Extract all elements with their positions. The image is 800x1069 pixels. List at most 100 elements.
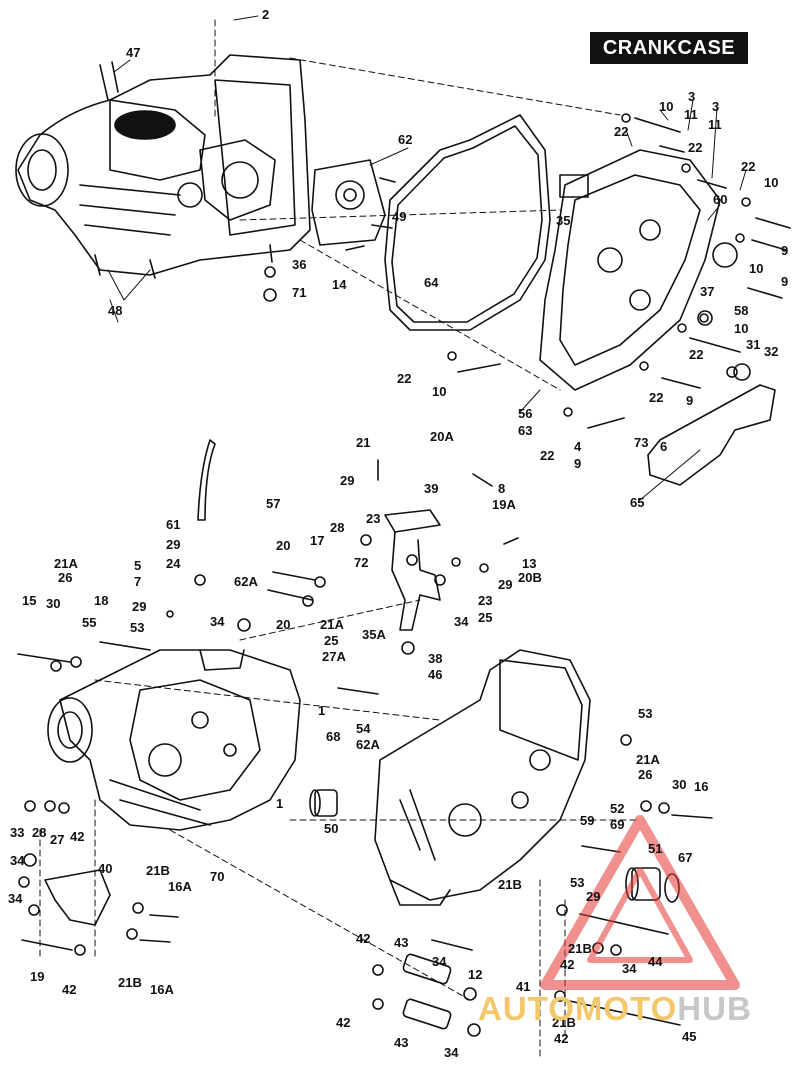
callout-43: 43 [394,1035,409,1050]
washer-drawings [18,113,751,1037]
callout-22: 22 [397,371,412,386]
callout-29: 29 [166,537,181,552]
callout-56: 56 [518,406,533,421]
callout-10: 10 [659,99,674,114]
callout-20A: 20A [430,429,454,444]
callout-9: 9 [781,274,789,289]
callout-42: 42 [356,931,371,946]
callout-53: 53 [570,875,585,890]
callout-35: 35 [556,213,571,228]
callout-2: 2 [262,7,270,22]
callout-69: 69 [610,817,625,832]
callout-9: 9 [686,393,694,408]
callout-5: 5 [134,558,142,573]
callout-73: 73 [634,435,649,450]
callout-29: 29 [132,599,147,614]
callout-23: 23 [366,511,381,526]
callout-20: 20 [276,617,291,632]
callout-36: 36 [292,257,307,272]
callout-21A: 21A [636,752,660,767]
callout-22: 22 [688,140,703,155]
callout-42: 42 [70,829,85,844]
callout-16A: 16A [150,982,174,997]
alignment-lines [39,19,641,1061]
callout-21B: 21B [552,1015,576,1030]
callout-42: 42 [554,1031,569,1046]
callout-23: 23 [478,593,493,608]
callout-3: 3 [712,99,720,114]
callout-57: 57 [266,496,281,511]
watermark-part2: HUB [677,990,752,1027]
callout-43: 43 [394,935,409,950]
callout-61: 61 [166,517,181,532]
callout-20: 20 [276,538,291,553]
callout-21: 21 [356,435,371,450]
callout-7: 7 [134,574,142,589]
callout-45: 45 [682,1029,697,1044]
callout-70: 70 [210,869,225,884]
bracket-drawing [384,509,441,631]
callout-22: 22 [614,124,629,139]
callout-46: 46 [428,667,443,682]
callout-19: 19 [30,969,45,984]
callout-58: 58 [734,303,749,318]
callout-29: 29 [498,577,513,592]
callout-54: 54 [356,721,371,736]
callout-48: 48 [108,303,123,318]
callout-21B: 21B [118,975,142,990]
callout-28: 28 [32,825,47,840]
callout-55: 55 [82,615,97,630]
diagram-title: CRANKCASE [590,32,748,64]
callout-41: 41 [516,979,531,994]
callout-21B: 21B [498,877,522,892]
callout-17: 17 [310,533,325,548]
callout-29: 29 [340,473,355,488]
callout-53: 53 [130,620,145,635]
callout-30: 30 [46,596,61,611]
callout-4: 4 [574,439,582,454]
callout-49: 49 [392,209,407,224]
callout-29: 29 [586,889,601,904]
callout-34: 34 [444,1045,459,1060]
callout-25: 25 [324,633,339,648]
callout-62: 62 [398,132,413,147]
gear-plate-drawing [311,159,396,246]
callout-42: 42 [336,1015,351,1030]
callout-22: 22 [649,390,664,405]
callout-50: 50 [324,821,339,836]
callout-21B: 21B [568,941,592,956]
callout-64: 64 [424,275,439,290]
callout-47: 47 [126,45,141,60]
callout-28: 28 [330,520,345,535]
callout-20B: 20B [518,570,542,585]
callout-62A: 62A [356,737,380,752]
bolt-drawings [17,117,791,1026]
callout-11: 11 [708,117,722,132]
callout-42: 42 [560,957,575,972]
callout-1: 1 [276,796,284,811]
left-case-half-drawing [47,649,301,831]
callout-37: 37 [700,284,715,299]
callout-leaders [107,15,747,501]
callout-63: 63 [518,423,533,438]
callout-21A: 21A [320,617,344,632]
callout-40: 40 [98,861,113,876]
gear-cover-drawing [539,149,738,391]
callout-27: 27 [50,832,65,847]
callout-21A: 21A [54,556,78,571]
callout-42: 42 [62,982,77,997]
callout-22: 22 [741,159,756,174]
crankcase-assembled-drawing [15,54,311,279]
callout-10: 10 [749,261,764,276]
callout-19A: 19A [492,497,516,512]
callout-27A: 27A [322,649,346,664]
callout-34: 34 [622,961,637,976]
watermark-text: AUTOMOTOHUB [478,990,752,1028]
callout-65: 65 [630,495,645,510]
callout-34: 34 [210,614,225,629]
callout-33: 33 [10,825,25,840]
oval-cover-drawing [647,384,776,486]
callout-10: 10 [734,321,749,336]
callout-34: 34 [8,891,23,906]
callout-8: 8 [498,481,506,496]
